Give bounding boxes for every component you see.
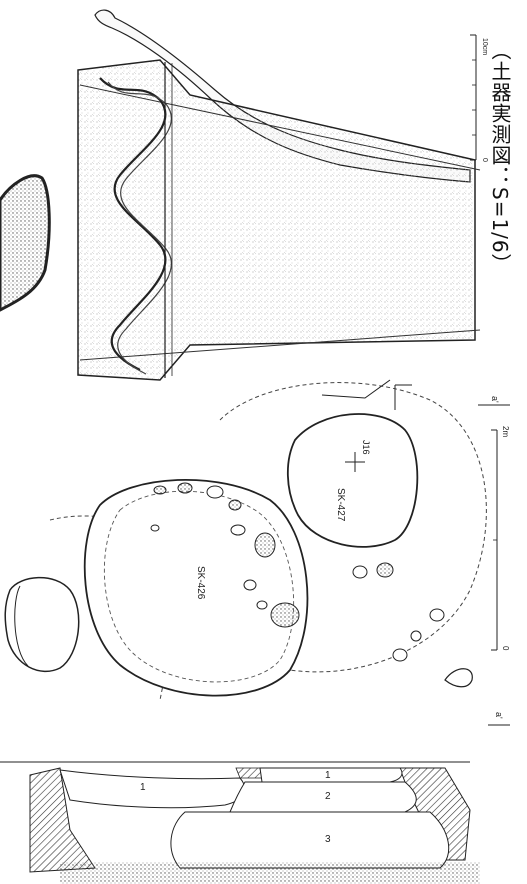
pit-sk-426 bbox=[83, 479, 309, 697]
grid-label-j16: J16 bbox=[361, 440, 371, 455]
plan-scale-bar: 2m 0 bbox=[491, 426, 510, 651]
pottery-scale-top-label: 10cm bbox=[481, 38, 488, 55]
layer-label-1-left: 1 bbox=[140, 782, 146, 793]
figure-caption: （土器実測図：S=1/6） bbox=[486, 40, 526, 360]
layer-label-3: 3 bbox=[325, 834, 331, 845]
pottery-scale-bottom-label: 0 bbox=[481, 158, 488, 162]
plan-section-marker: a' bbox=[490, 396, 500, 403]
pit-sk-427 bbox=[286, 413, 419, 548]
stone-cluster bbox=[150, 482, 445, 662]
pit-label-sk-427: SK-427 bbox=[335, 488, 346, 522]
plan-scale-top-label: 2m bbox=[501, 426, 510, 437]
pottery-scale-bar: 10cm 0 bbox=[470, 34, 488, 162]
layer-label-2: 2 bbox=[325, 791, 331, 802]
pit-label-sk-426: SK-426 bbox=[195, 566, 206, 600]
plan-map: J16 SK-426 SK-427 a' bbox=[4, 379, 510, 701]
plan-scale-bottom-label: 0 bbox=[501, 646, 510, 651]
section-marker: a' bbox=[494, 712, 504, 719]
figure-caption-text: （土器実測図：S=1/6） bbox=[488, 40, 512, 275]
pottery-vessel bbox=[77, 9, 481, 381]
sherd-fragment bbox=[0, 174, 51, 312]
section-drawing: a' 1 2 3 1 bbox=[0, 712, 510, 884]
layer-label-1-right: 1 bbox=[325, 770, 331, 781]
north-arrow bbox=[321, 379, 412, 410]
